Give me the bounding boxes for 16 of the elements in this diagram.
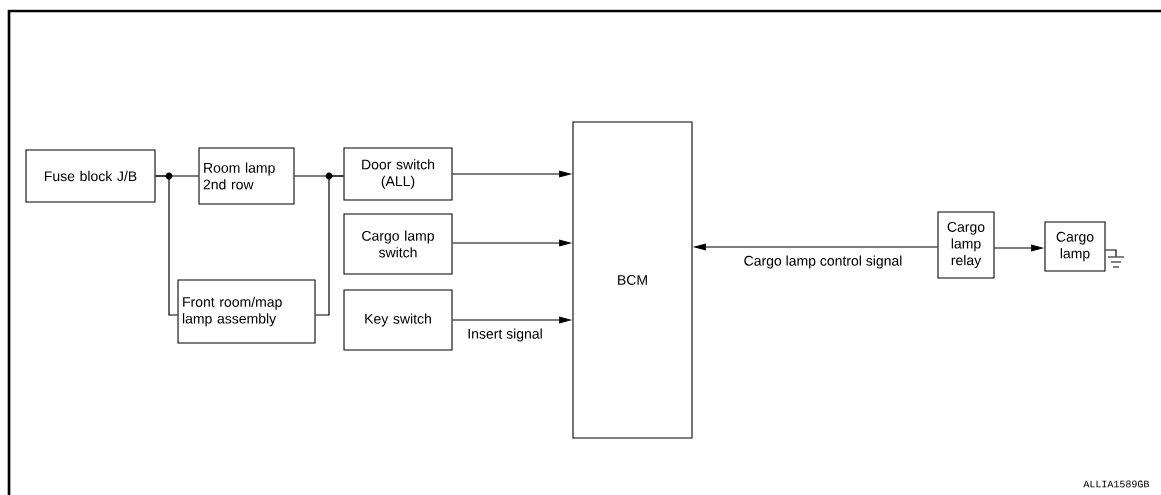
- block-box: Fuse block J/B: [25, 149, 156, 203]
- figure-code: ALLIA1589GB: [1083, 480, 1149, 488]
- connector-line: [1104, 249, 1117, 257]
- block-box: Front room/map lamp assembly: [177, 279, 316, 344]
- block-box: Cargo lamp switch: [343, 213, 453, 275]
- edge-label: Cargo lamp control signal: [744, 255, 902, 269]
- block-box: BCM: [572, 121, 693, 439]
- connector-line: [314, 175, 345, 316]
- block-box: Room lamp 2nd row: [198, 147, 295, 205]
- block-box: Cargo lamp: [1044, 221, 1106, 272]
- edge-label: Insert signal: [468, 328, 542, 342]
- block-box: Key switch: [343, 289, 453, 351]
- connector-line: [154, 175, 179, 316]
- block-box: Door switch (ALL): [343, 147, 453, 201]
- ground-symbol: [1107, 256, 1125, 268]
- block-box: Cargo lamp relay: [937, 211, 995, 279]
